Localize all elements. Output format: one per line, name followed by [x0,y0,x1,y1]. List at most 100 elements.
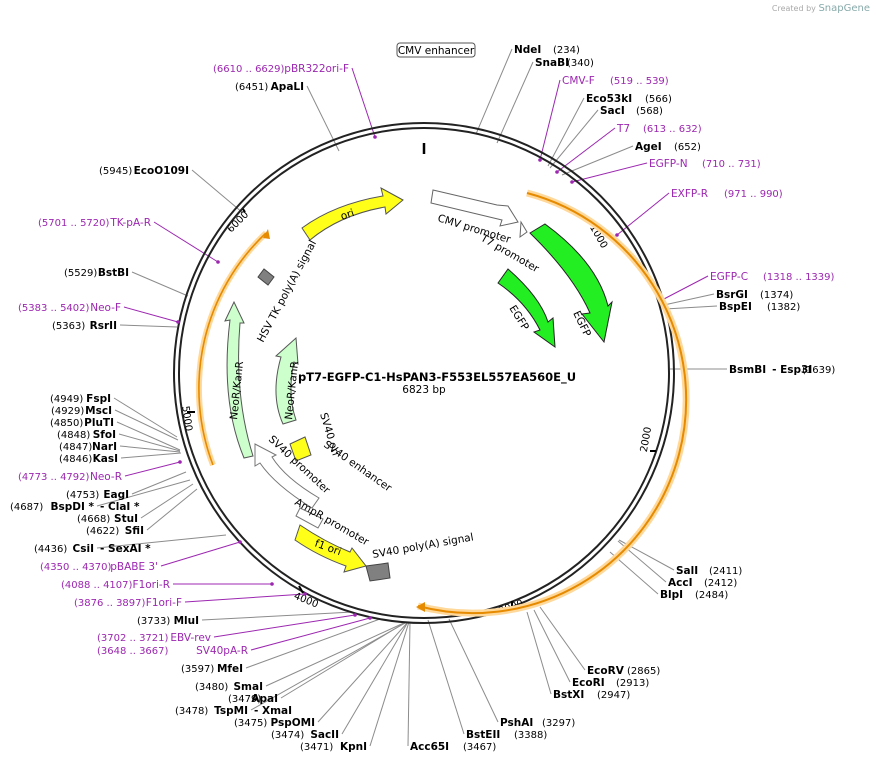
site-pos-sv40pa-r: (3648 .. 3667) [97,646,169,657]
site-name-agei[interactable]: AgeI [635,141,662,153]
site-name-csii[interactable]: CsiI [73,543,94,555]
site-pos-nari: (4847) [59,442,92,453]
site-name2-esp3i[interactable]: - Esp3I [772,364,812,376]
site-pos-kasi: (4846) [59,454,92,465]
site-name-sacii[interactable]: SacII [310,729,339,741]
site-name-smai[interactable]: SmaI [234,681,264,693]
site-name-msci[interactable]: MscI [85,405,112,417]
site-pos-bsmbi: (1639) [802,365,835,376]
site-name-blpi[interactable]: BlpI [660,589,683,601]
site-name-fspi[interactable]: FspI [86,393,111,405]
site-name-ecorv[interactable]: EcoRV [587,665,625,677]
site-name-f1ori-r[interactable]: F1ori-R [133,579,170,591]
site-name-bspdi[interactable]: BspDI * [50,501,94,513]
egfp-feature-outer[interactable] [529,223,613,344]
site-name-stui[interactable]: StuI [114,513,138,525]
cmv-promoter-feature[interactable] [430,189,519,227]
site-name-sfoi[interactable]: SfoI [93,429,116,441]
site-name2-xmai[interactable]: - XmaI [254,705,292,717]
site-name2-clai[interactable]: - ClaI * [100,501,140,513]
primer-mark-sv40pa-r [368,616,372,620]
sv40-ori-feature[interactable] [289,436,312,462]
site-name-kpni[interactable]: KpnI [340,741,367,753]
ori-feature[interactable] [301,187,404,241]
site-name-bsteii[interactable]: BstEII [466,729,500,741]
primer-mark-f1ori-r [270,582,274,586]
site-name-f1ori-f[interactable]: F1ori-F [146,597,182,609]
site-name-ebv-rev[interactable]: EBV-rev [170,632,211,644]
site-name-eagi[interactable]: EagI [103,489,129,501]
site-name-eco53ki[interactable]: Eco53kI [586,93,632,105]
site-name-bstbi[interactable]: BstBI [98,267,129,279]
f1-ori-feature[interactable] [294,524,367,573]
site-name-pspomi[interactable]: PspOMI [270,717,315,729]
snapgene-logo: SnapGene [818,3,870,14]
site-pos-bstxi: (2947) [597,690,630,701]
leader-line-apali [306,85,340,152]
site-name-rsrii[interactable]: RsrII [90,320,117,332]
site-name-bsrgi[interactable]: BsrGI [716,289,748,301]
site-name-neo-f[interactable]: Neo-F [90,302,121,314]
site-pos-bsrgi: (1374) [760,290,793,301]
site-name-apai[interactable]: ApaI [251,693,278,705]
ampr-promoter-feature[interactable] [295,507,324,529]
orf-neor-arc [198,232,267,466]
leader-line-kpni [369,621,410,747]
site-name-kasi[interactable]: KasI [93,453,118,465]
site-name-acci[interactable]: AccI [668,577,692,589]
site-name-acc65i[interactable]: Acc65I [410,741,449,753]
site-name2-sexai[interactable]: - SexAI * [100,543,151,555]
feature-label-sv40-polya: SV40 poly(A) signal [371,531,474,561]
backbone-inner-ring [178,127,670,619]
t7-promoter-feature[interactable] [519,220,528,239]
leader-line-sacii [341,621,409,735]
site-name-pbr322ori-f[interactable]: pBR322ori-F [284,63,349,75]
site-name-snabi[interactable]: SnaBI [535,57,569,69]
site-name-egfp-n[interactable]: EGFP-N [649,158,688,170]
neor-kanr-feature-outer[interactable] [224,300,254,459]
site-name-sfii[interactable]: SfiI [125,525,144,537]
site-name-mfei[interactable]: MfeI [217,663,243,675]
leader-line-ecorv [539,606,586,671]
site-name-ecoo109i[interactable]: EcoO109I [134,165,189,177]
leader-line-pshai [448,618,499,723]
site-name-egfp-c[interactable]: EGFP-C [710,271,748,283]
site-name-pbabe-3[interactable]: pBABE 3' [110,561,158,573]
site-name-neo-r[interactable]: Neo-R [90,471,122,483]
site-name-bsmbi[interactable]: BsmBI [729,364,766,376]
site-pos-sfii: (4622) [86,526,119,537]
site-name-nari[interactable]: NarI [92,441,117,453]
site-name-pluti[interactable]: PluTI [84,417,114,429]
site-pos-csii: (4436) [34,544,67,555]
site-name-tk-pa-r[interactable]: TK-pA-R [109,217,151,229]
site-name-t7[interactable]: T7 [616,123,630,135]
site-name-bstxi[interactable]: BstXI [553,689,584,701]
backbone-outer-ring [173,122,675,624]
leader-line-mfei [245,618,381,669]
site-pos-tspmi: (3478) [175,706,208,717]
sv40-polya-feature[interactable] [365,562,391,582]
hsv-tk-polya-feature[interactable] [257,268,275,286]
leader-line-nari [119,445,181,453]
site-name-saci[interactable]: SacI [600,105,625,117]
site-name-exfp-r[interactable]: EXFP-R [671,188,708,200]
leader-line-pbabe-3 [160,541,241,567]
site-name-ecori[interactable]: EcoRI [572,677,605,689]
site-name-tspmi[interactable]: TspMI [214,705,248,717]
site-name-cmv-f[interactable]: CMV-F [562,75,595,87]
site-name-bspei[interactable]: BspEI [719,301,752,313]
egfp-feature-inner[interactable] [497,268,556,349]
site-name-mlui[interactable]: MluI [174,615,199,627]
site-name-sali[interactable]: SalI [676,565,698,577]
leader-line-neo-f [123,306,179,323]
site-name-sv40pa-r[interactable]: SV40pA-R [196,645,248,657]
neor-kanr-feature-inner[interactable] [274,336,299,425]
primer-mark-ebv-rev [353,613,357,617]
site-pos-mfei: (3597) [181,664,214,675]
site-name-pshai[interactable]: PshAI [500,717,533,729]
sv40-promoter-feature[interactable] [254,443,320,509]
site-name-ndei[interactable]: NdeI [514,44,541,56]
site-pos-bspdi: (4687) [10,502,43,513]
leader-line-saci [549,109,599,169]
site-name-apali[interactable]: ApaLI [271,81,304,93]
